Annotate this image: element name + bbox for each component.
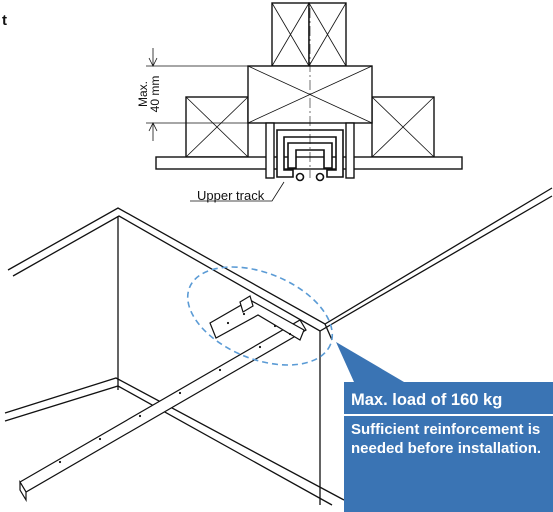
isometric-room (4, 187, 553, 506)
load-callout: Max. load of 160 kg Sufficient reinforce… (344, 382, 553, 512)
track-leader (190, 181, 285, 202)
upper-joist (271, 2, 347, 67)
callout-divider (344, 414, 553, 416)
highlight-ring (186, 266, 334, 366)
rail-assembly (19, 295, 307, 503)
stub-rail (239, 295, 254, 313)
section-view (146, 2, 463, 202)
rail-end (19, 479, 27, 503)
callout-body: Sufficient reinforcement is needed befor… (351, 421, 542, 457)
left-block (185, 96, 249, 158)
right-hanger (345, 122, 355, 179)
dimension-lines (146, 48, 248, 141)
dimension-label: Max. 40 mm (136, 75, 162, 113)
upper-track-label: Upper track (197, 188, 265, 203)
left-hanger (265, 122, 275, 179)
right-block (371, 96, 435, 158)
upper-track-profile (276, 129, 344, 182)
callout-headline: Max. load of 160 kg (351, 391, 503, 409)
ceiling-board (155, 156, 463, 170)
dimension-label-line2: 40 mm (148, 75, 162, 113)
callout-pointer (336, 342, 404, 382)
corner-letter: t (2, 12, 7, 29)
